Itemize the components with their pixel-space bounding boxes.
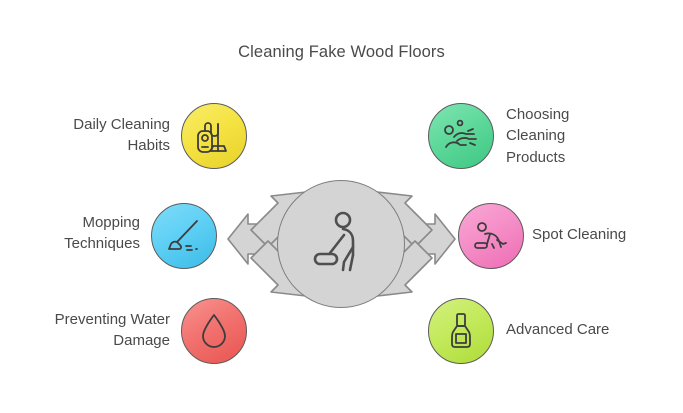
label-spot-cleaning: Spot Cleaning xyxy=(532,224,682,245)
node-circle xyxy=(181,298,247,364)
water-droplet-icon xyxy=(202,314,226,348)
label-mopping-techniques: Mopping Techniques xyxy=(10,212,140,255)
person-mopping-icon xyxy=(313,211,355,272)
label-line-3: Products xyxy=(506,148,566,166)
node-circle xyxy=(428,298,494,364)
node-mopping-techniques[interactable] xyxy=(151,203,217,269)
label-line-2: Cleaning xyxy=(506,127,566,145)
label-daily-cleaning-habits: Daily Cleaning Habits xyxy=(10,114,170,157)
vacuum-cleaner-icon xyxy=(197,122,227,153)
node-spot-cleaning[interactable] xyxy=(458,203,524,269)
page-title: Cleaning Fake Wood Floors xyxy=(238,43,445,61)
node-preventing-water-damage[interactable] xyxy=(181,298,247,364)
hand-wiping-bubbles-icon xyxy=(444,119,477,148)
node-circle xyxy=(458,203,524,269)
label-line-2: Habits xyxy=(127,137,170,155)
mop-icon xyxy=(168,220,198,251)
label-line-1: Mopping xyxy=(82,214,140,231)
label-line-1: Spot Cleaning xyxy=(532,226,627,243)
label-line-2: Damage xyxy=(113,332,170,350)
label-line-1: Advanced Care xyxy=(506,321,610,338)
label-line-1: Choosing xyxy=(506,106,570,123)
node-daily-cleaning-habits[interactable] xyxy=(181,103,247,169)
label-advanced-care: Advanced Care xyxy=(506,319,676,340)
arrow-right xyxy=(396,213,456,265)
label-choosing-cleaning-products: Choosing Cleaning Products xyxy=(506,104,676,168)
node-circle xyxy=(428,103,494,169)
label-preventing-water-damage: Preventing Water Damage xyxy=(10,309,170,352)
node-choosing-cleaning-products[interactable] xyxy=(428,103,494,169)
node-circle xyxy=(181,103,247,169)
cleaning-bottle-icon xyxy=(451,313,471,348)
hub-circle xyxy=(277,180,405,308)
person-scrubbing-floor-icon xyxy=(474,222,507,249)
node-advanced-care[interactable] xyxy=(428,298,494,364)
label-line-1: Daily Cleaning xyxy=(73,116,170,133)
central-hub xyxy=(277,180,405,308)
node-circle xyxy=(151,203,217,269)
label-line-1: Preventing Water xyxy=(54,311,170,328)
label-line-2: Techniques xyxy=(64,235,140,253)
